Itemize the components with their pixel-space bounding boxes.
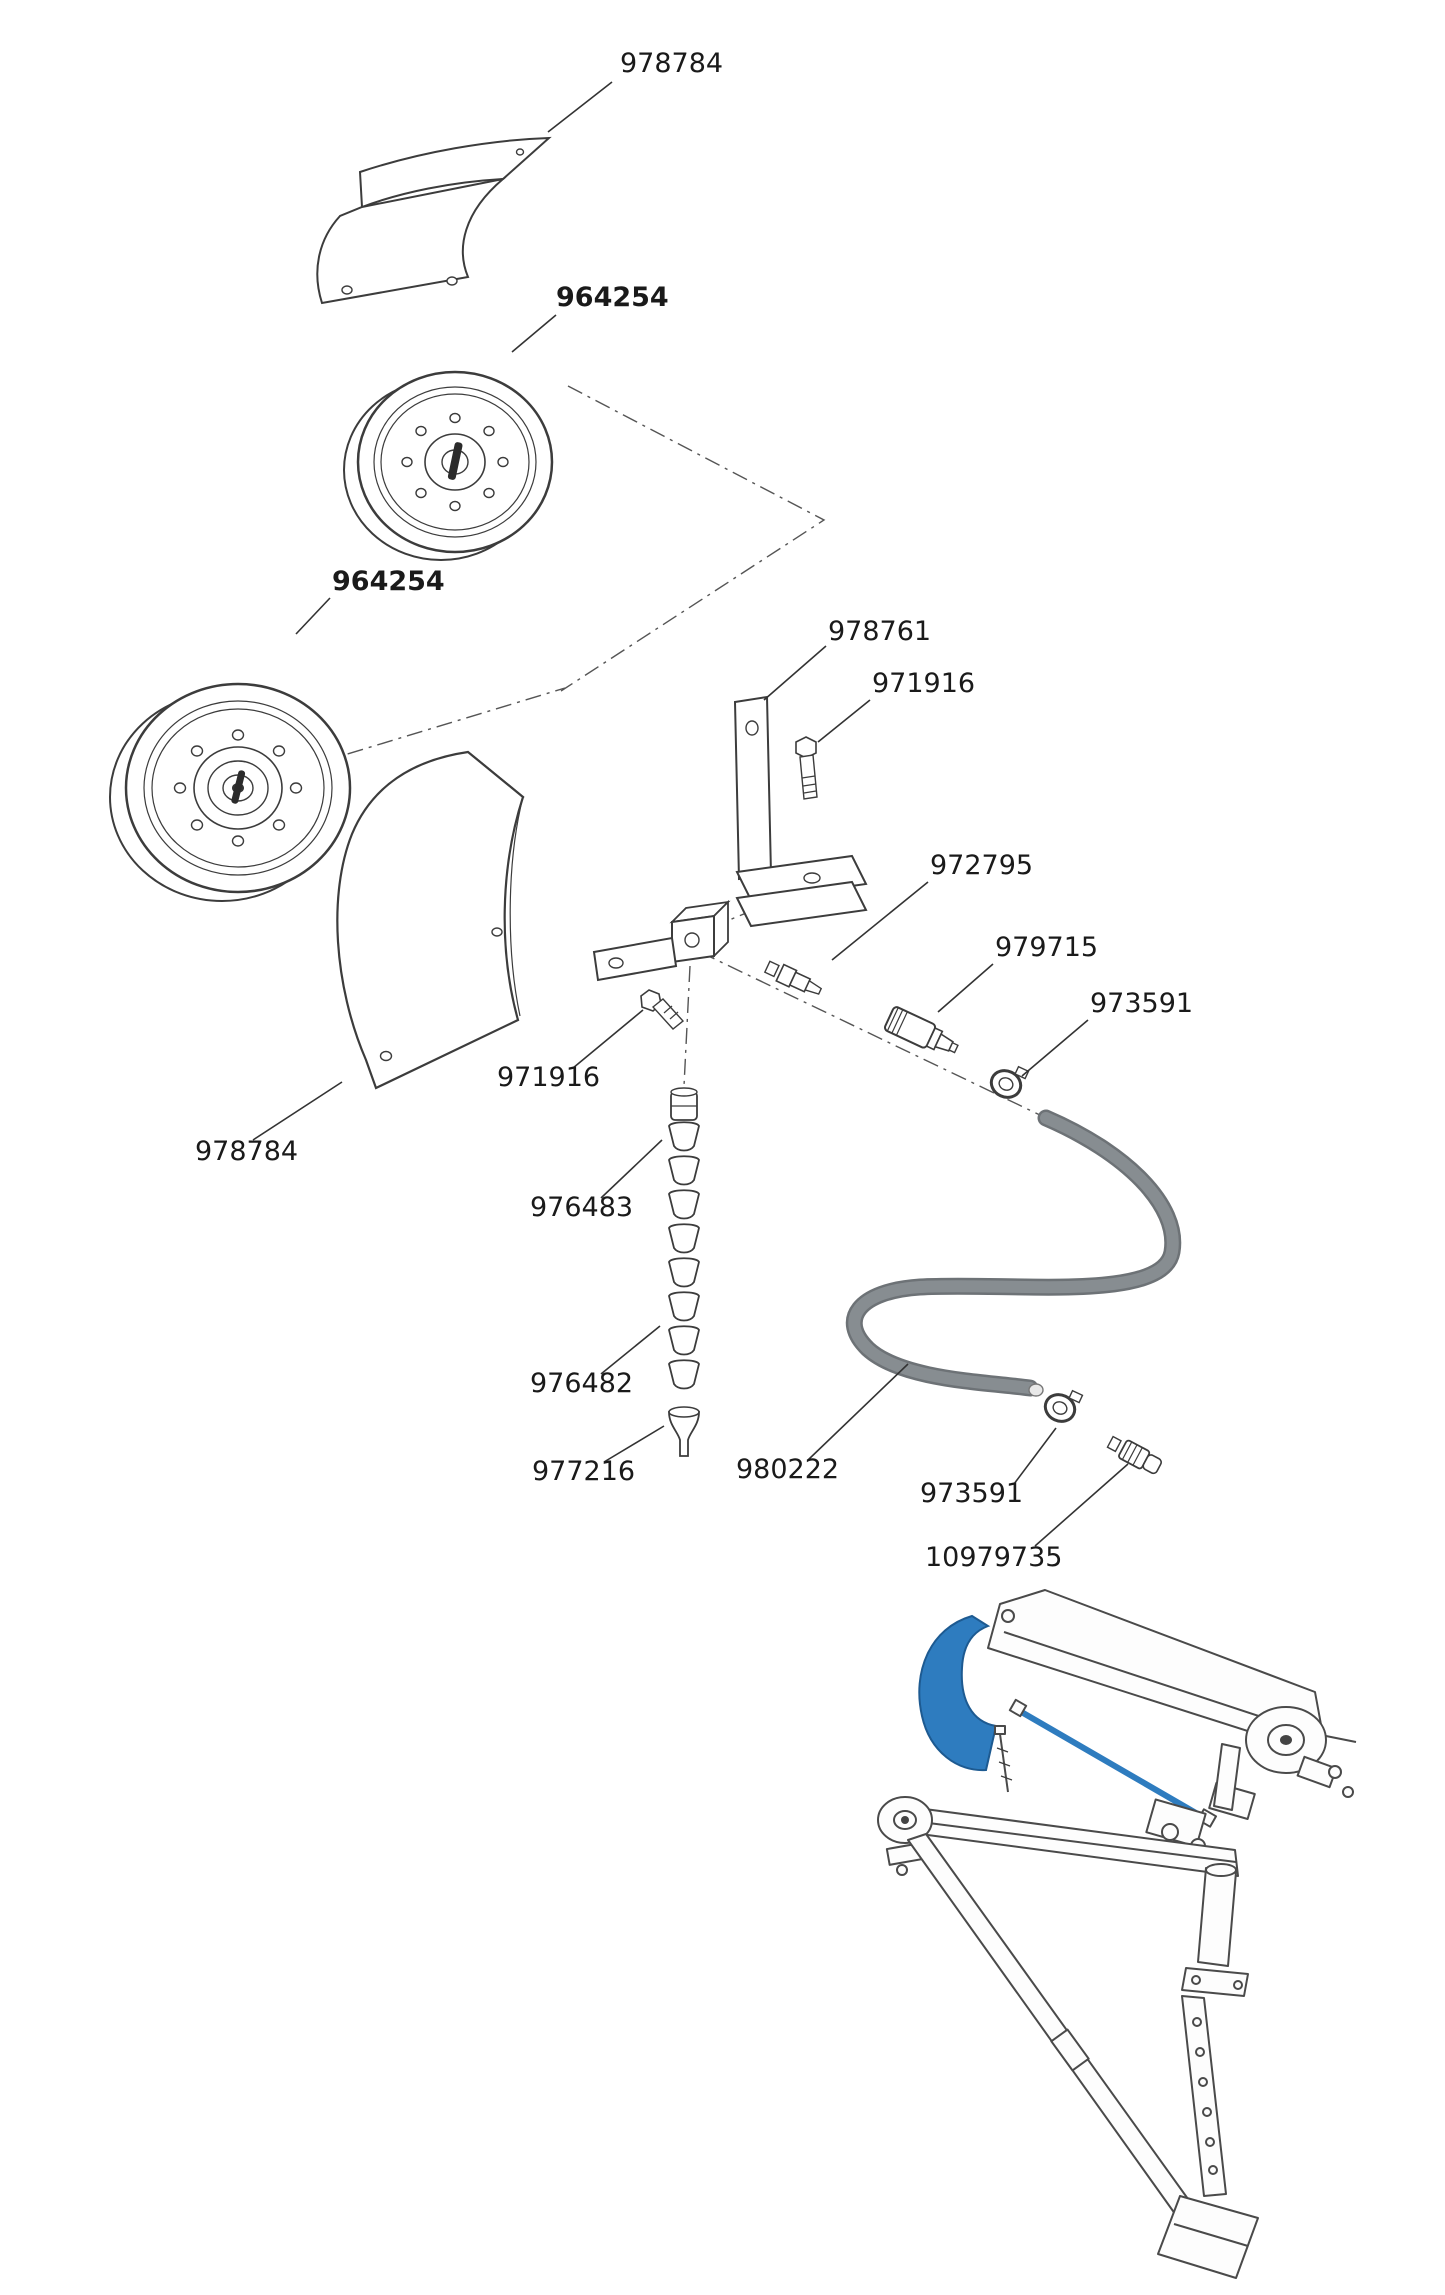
belt-guard-bottom: [336, 750, 525, 1090]
hex-bolt-top: [795, 736, 818, 800]
highlight-rod: [1015, 1707, 1211, 1823]
mounting-bracket: [733, 695, 868, 928]
part-label-nipple: 972795: [930, 850, 1033, 881]
hose-end-fitting: [1106, 1435, 1162, 1475]
flex-segment-chain: [668, 1087, 700, 1390]
part-label-bolt-top: 971916: [872, 668, 975, 699]
machine-overview-thumbnail: [877, 1589, 1357, 2279]
nozzle-clamp-block: [592, 899, 731, 982]
part-label-clamp-top: 973591: [1090, 988, 1193, 1019]
quick-coupler: [884, 1006, 959, 1054]
coolant-hose-body: [848, 1112, 1179, 1394]
part-label-coupler: 979715: [995, 932, 1098, 963]
pulley-top: [343, 370, 554, 561]
nozzle-tip: [668, 1406, 700, 1457]
pulley-bottom: [109, 682, 352, 902]
leader-lines: [252, 81, 1129, 1547]
belt-guard-top: [316, 136, 552, 305]
hex-bolt-bottom: [640, 989, 685, 1030]
coolant-hose: [845, 1109, 1182, 1397]
part-label-guard-bottom: 978784: [195, 1136, 298, 1167]
part-label-clamp-bottom: 973591: [920, 1478, 1023, 1509]
part-label-nozzle: 977216: [532, 1456, 635, 1487]
hose-clamp-top: [989, 1065, 1030, 1099]
part-label-hose: 980222: [736, 1454, 839, 1485]
part-labels: 978784 964254 964254 978761 971916 97279…: [195, 48, 1193, 1573]
part-label-bolt-bottom: 971916: [497, 1062, 600, 1093]
hose-clamp-bottom: [1043, 1389, 1084, 1423]
part-label-bracket: 978761: [828, 616, 931, 647]
part-label-pulley-bottom: 964254: [332, 566, 445, 597]
part-label-guard-top: 978784: [620, 48, 723, 79]
highlight-guard: [918, 1614, 998, 1772]
part-label-segment-top: 976483: [530, 1192, 633, 1223]
part-label-hose-fitting: 10979735: [925, 1542, 1062, 1573]
part-label-pulley-top: 964254: [556, 282, 669, 313]
hose-nipple: [763, 960, 823, 995]
part-label-segment-bottom: 976482: [530, 1368, 633, 1399]
